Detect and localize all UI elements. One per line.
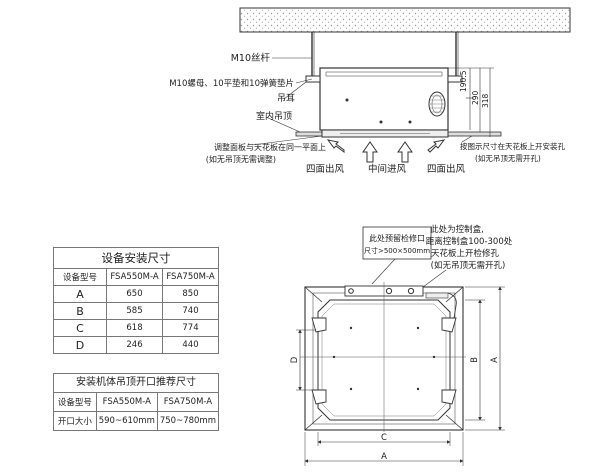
label-inlet-center: 中间进风 (368, 163, 407, 175)
indoor-ceiling-right (445, 131, 502, 137)
bracket-tl (311, 317, 327, 333)
ceiling-slab (239, 7, 571, 33)
table-cell: D (53, 336, 107, 354)
table-cell: 850 (162, 285, 219, 303)
control-note-line2: 距离控制盒100-300处 (426, 236, 513, 247)
ceiling-opening-table: 安装机体吊顶开口推荐尺寸 设备型号 FSA550M-A FSA750M-A 开口… (53, 373, 220, 431)
table-cell: C (53, 319, 107, 337)
table-cell: 750~780mm (156, 411, 220, 431)
table1-header-cell: 设备型号 (53, 268, 107, 286)
dim-d-left: D (290, 356, 300, 363)
airflow-inlet-icon (362, 141, 413, 163)
bracket-tr (441, 317, 457, 333)
table2-header-cell: FSA550M-A (95, 392, 158, 412)
install-dimension-table: 设备安装尺寸 设备型号 FSA550M-A FSA750M-A A 650 85… (53, 247, 219, 354)
control-note-line3: 天花板上开检修孔 (431, 248, 500, 259)
label-panel-adjust-note: (如无吊顶无需调整) (206, 154, 276, 164)
table-cell: 774 (162, 319, 219, 337)
control-box-port-icon (348, 288, 354, 294)
label-mount-hole-note: (如无吊顶无需开孔) (475, 153, 541, 163)
table2-header-row: 设备型号 FSA550M-A FSA750M-A (53, 392, 220, 412)
hanging-ear-right (447, 75, 463, 83)
dim-318: 318 (481, 93, 490, 108)
dim-a-bottom: A (381, 452, 387, 462)
label-indoor-ceiling: 室内吊顶 (256, 110, 292, 122)
indoor-ceiling-left (295, 131, 325, 137)
bracket-br (441, 389, 457, 405)
label-threaded-rod: M10丝杆 (231, 52, 271, 64)
table-row: 开口大小 590~610mm 750~780mm (53, 411, 220, 431)
table-cell: 740 (162, 302, 219, 320)
table-cell: 650 (106, 285, 163, 303)
control-note-line4: (如无吊顶无需开孔) (431, 260, 506, 271)
service-opening-line1: 此处预留检修口 (369, 233, 425, 243)
table1-header-row: 设备型号 FSA550M-A FSA750M-A (53, 268, 219, 286)
hanging-ear-left (305, 75, 321, 83)
airflow-outlet-left-icon (326, 139, 345, 153)
service-opening-callout (362, 226, 432, 260)
label-outlet-left: 四面出风 (306, 163, 345, 175)
label-panel-adjust: 调整面板与天花板在同一平面上 (214, 142, 326, 152)
dim-190: 190.5 (459, 70, 468, 92)
service-opening-line2: 尺寸>500×500mm (364, 246, 430, 255)
airflow-outlet-right-icon (427, 139, 446, 153)
bracket-bl (311, 389, 327, 405)
plan-view: 此处预留检修口 尺寸>500×500mm 此处为控制盒, 距离控制盒100-30… (290, 224, 513, 466)
label-outlet-right: 四面出风 (427, 163, 466, 175)
dim-c-bottom: C (381, 433, 387, 443)
control-note-line1: 此处为控制盒, (430, 224, 484, 235)
table2-grid: 设备型号 FSA550M-A FSA750M-A 开口大小 590~610mm … (53, 392, 220, 431)
side-view: 190.5 290 318 M10丝杆 M10螺母、10平垫和10弹簧垫片 吊耳… (169, 7, 571, 175)
table-cell: 440 (162, 336, 219, 354)
table-cell: 246 (106, 336, 163, 354)
table1-grid: 设备型号 FSA550M-A FSA750M-A A 650 850 B 585… (53, 268, 219, 354)
table1-title: 设备安装尺寸 (53, 247, 219, 268)
table-row: D 246 440 (53, 336, 219, 354)
dim-b-right: B (470, 357, 480, 363)
label-mount-hole: 按图示尺寸在天花板上开安装孔 (460, 141, 565, 151)
table-cell: A (53, 285, 107, 303)
table-row: C 618 774 (53, 319, 219, 337)
table1-header-cell: FSA550M-A (106, 268, 163, 286)
unit-body (319, 67, 449, 131)
table-row: B 585 740 (53, 302, 219, 320)
table-cell: 585 (106, 302, 163, 320)
dim-290: 290 (471, 90, 480, 105)
table2-header-cell: FSA750M-A (156, 392, 220, 412)
table2-header-cell: 设备型号 (53, 392, 97, 412)
label-washers: M10螺母、10平垫和10弹簧垫片 (169, 78, 294, 89)
table1-header-cell: FSA750M-A (162, 268, 219, 286)
table-cell: 618 (106, 319, 163, 337)
table-cell: 开口大小 (53, 411, 97, 431)
label-hanging-ear: 吊耳 (277, 93, 295, 104)
table2-title: 安装机体吊顶开口推荐尺寸 (53, 373, 219, 392)
dim-a-right: A (490, 357, 500, 363)
table-row: A 650 850 (53, 285, 219, 303)
table-cell: B (53, 302, 107, 320)
table-cell: 590~610mm (95, 411, 158, 431)
